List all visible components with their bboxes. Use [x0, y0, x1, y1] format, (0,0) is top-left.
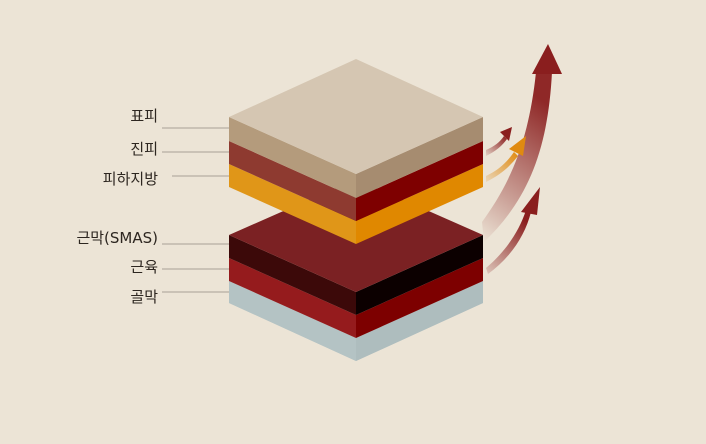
fat-arrow	[486, 136, 526, 182]
large-upward-arrow	[482, 44, 562, 242]
periosteum-layer	[229, 281, 483, 361]
dermis-arrow	[486, 127, 512, 156]
label-muscle: 근육	[130, 258, 158, 276]
label-epidermis: 표피	[130, 107, 158, 125]
epidermis-layer	[229, 59, 483, 198]
subcutaneous-fat-layer	[229, 164, 483, 244]
muscle-arrow	[486, 187, 540, 274]
leader-lines	[162, 127, 229, 293]
label-subcutaneous-fat: 피하지방	[102, 170, 158, 188]
label-dermis: 진피	[130, 140, 158, 158]
muscle-layer	[229, 258, 483, 338]
label-periosteum: 골막	[130, 288, 158, 306]
dermis-layer	[229, 141, 483, 221]
label-smas: 근막(SMAS)	[76, 229, 158, 247]
